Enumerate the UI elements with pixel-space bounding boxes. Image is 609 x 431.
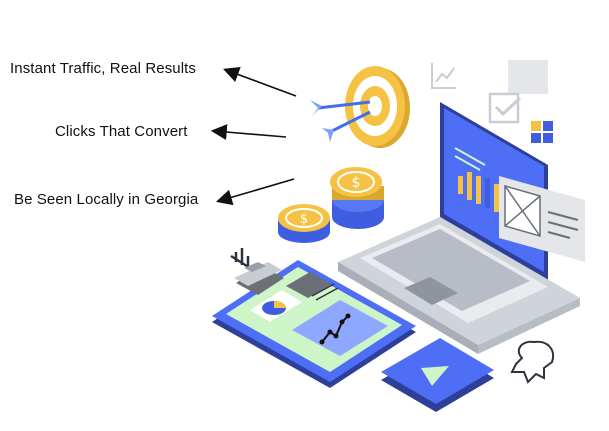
checkbox-icon <box>488 92 522 124</box>
svg-text:$: $ <box>300 212 308 227</box>
callout-instant-traffic: Instant Traffic, Real Results <box>10 60 197 77</box>
svg-text:$: $ <box>352 175 361 191</box>
callout-clicks-convert: Clicks That Convert <box>55 123 188 140</box>
keyboard-keys <box>372 229 530 311</box>
head-outline-icon <box>510 340 554 384</box>
callout-seen-locally: Be Seen Locally in Georgia <box>14 191 199 208</box>
coin-stack: $ <box>330 167 384 229</box>
callout-arrows <box>210 66 297 206</box>
bar-chart-icon <box>230 248 251 270</box>
line-chart-icon <box>431 63 456 89</box>
target-icon <box>345 66 410 148</box>
dart-icon-2 <box>322 110 371 142</box>
play-icon <box>381 338 494 412</box>
dart-icon <box>310 100 371 116</box>
clipboard-icon <box>212 260 416 388</box>
screen-bar-chart <box>454 147 499 212</box>
windows-tiles-icon <box>531 121 553 143</box>
image-placeholder-card <box>499 176 585 262</box>
window-placeholder-icon <box>508 60 548 94</box>
coin-icon: $ <box>278 204 330 243</box>
